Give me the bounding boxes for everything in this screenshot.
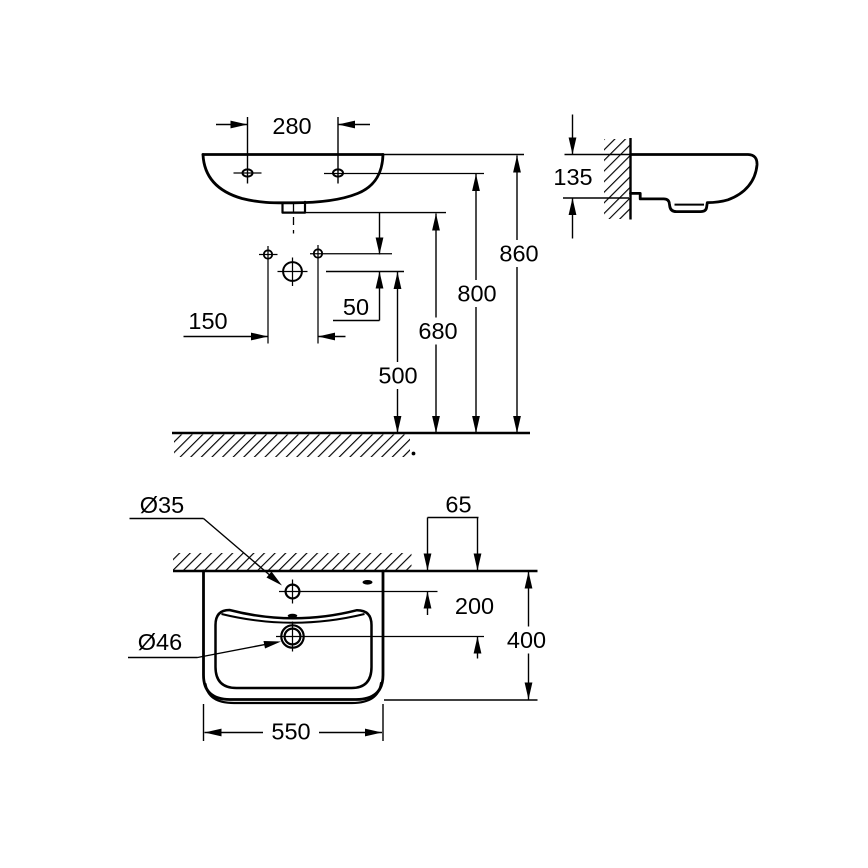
dim-label-800: 800 xyxy=(457,281,496,307)
label-mask xyxy=(263,718,319,745)
dim-label-50: 50 xyxy=(343,294,369,320)
trap-tailpiece xyxy=(281,200,307,214)
dimension-50 xyxy=(333,213,384,322)
label-mask xyxy=(410,317,466,345)
top-view: Ø35 Ø46 65 200 400 550 xyxy=(128,492,555,745)
label-mask xyxy=(449,280,505,307)
dim-label-680: 680 xyxy=(418,318,457,344)
dim-label-860: 860 xyxy=(499,241,538,267)
dimension-150 xyxy=(183,332,346,341)
dim-label-550: 550 xyxy=(271,719,310,745)
side-view: 135 xyxy=(553,114,759,239)
leader-drain-diameter xyxy=(128,641,281,659)
label-faucet-diameter: Ø35 xyxy=(140,492,184,518)
hatch-remnant-dot xyxy=(411,451,416,456)
basin-profile xyxy=(629,153,759,213)
deck-slot xyxy=(287,613,298,618)
dim-label-400: 400 xyxy=(507,627,546,653)
dim-label-280: 280 xyxy=(272,113,311,139)
wall-hatching-top xyxy=(173,553,412,571)
dim-label-150: 150 xyxy=(188,308,227,334)
basin-front-rim-line xyxy=(204,681,383,705)
dimension-65 xyxy=(423,516,479,615)
front-view: 280 150 50 500 680 800 860 xyxy=(172,113,547,457)
dim-label-135: 135 xyxy=(553,164,592,190)
overflow-slot xyxy=(362,580,373,585)
label-drain-diameter: Ø46 xyxy=(138,629,182,655)
dimension-860 xyxy=(513,155,521,433)
label-mask xyxy=(370,362,426,389)
dimension-500 xyxy=(393,272,402,433)
dim-label-500: 500 xyxy=(378,363,417,389)
basin-bowl-outline xyxy=(201,153,385,205)
dim-label-200: 200 xyxy=(455,593,494,619)
label-mask xyxy=(491,240,547,267)
bowl-inner-outline xyxy=(214,608,373,690)
label-mask xyxy=(498,626,555,654)
dimension-200 xyxy=(473,517,482,659)
dimension-135 xyxy=(568,114,577,239)
wall-hatching xyxy=(604,139,630,219)
dim-label-65: 65 xyxy=(445,492,471,518)
leader-faucet-diameter xyxy=(129,517,282,586)
floor-hatching xyxy=(174,434,410,457)
dimension-280 xyxy=(216,117,370,184)
